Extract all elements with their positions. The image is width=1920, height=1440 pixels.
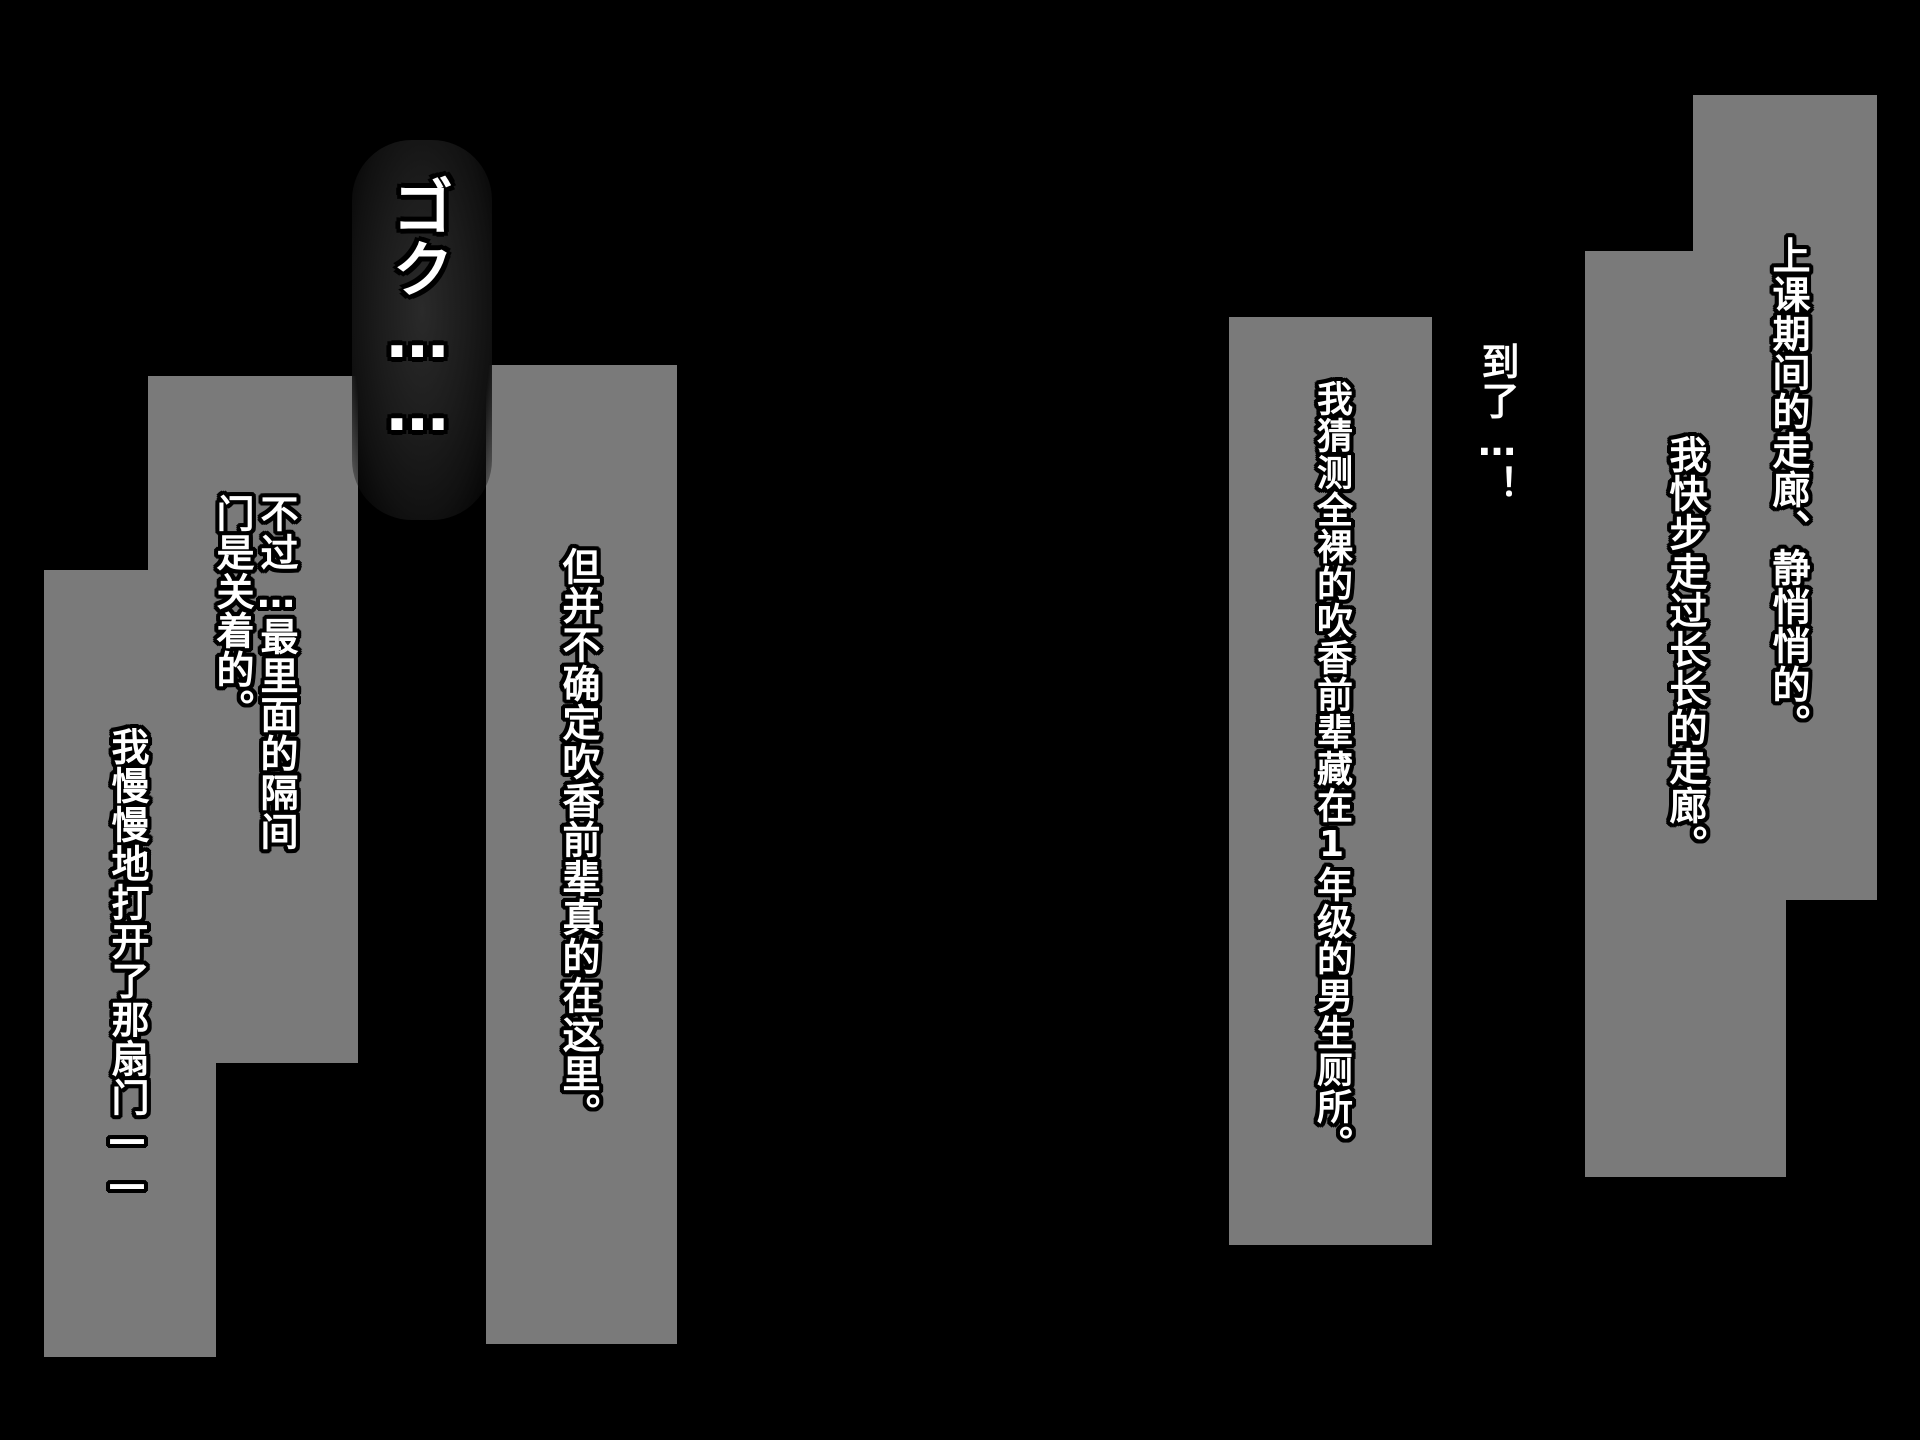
sfx-glow <box>352 140 492 520</box>
panel-center-left <box>486 365 677 1344</box>
narration-line-6b: 门是关着的。 <box>210 494 254 728</box>
narration-line-7: 我慢慢地打开了那扇门—— <box>105 727 149 1207</box>
narration-line-1: 上课期间的走廊、静悄悄的。 <box>1766 236 1810 743</box>
panel-right-bottom <box>1585 251 1786 1177</box>
narration-line-6a: 不过…最里面的隔间 <box>254 494 298 851</box>
sfx-text: ゴク…… <box>381 175 454 445</box>
narration-line-5: 但并不确定吹香前辈真的在这里。 <box>556 547 600 1132</box>
narration-line-2: 我快步走过长长的走廊。 <box>1663 435 1707 864</box>
sfx-gulp: ゴク…… <box>352 140 492 520</box>
panel-center-right <box>1229 317 1432 1245</box>
narration-line-3: 到了…！ <box>1475 342 1519 504</box>
narration-line-4: 我猜测全裸的吹香前辈藏在1年级的男生厕所。 <box>1311 380 1352 1162</box>
panel-left-bottom <box>44 570 216 1357</box>
